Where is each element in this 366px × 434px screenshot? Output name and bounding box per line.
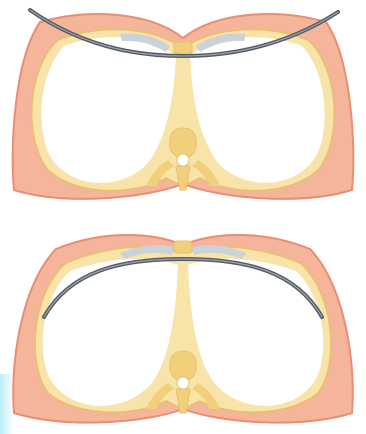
sternum [174,42,192,54]
sternum [174,241,192,253]
thorax-cross-section-after [0,217,366,434]
panel-before [0,0,366,217]
edge-glow [0,374,14,434]
panel-after [0,217,366,434]
thorax-cross-section-before [0,0,366,217]
